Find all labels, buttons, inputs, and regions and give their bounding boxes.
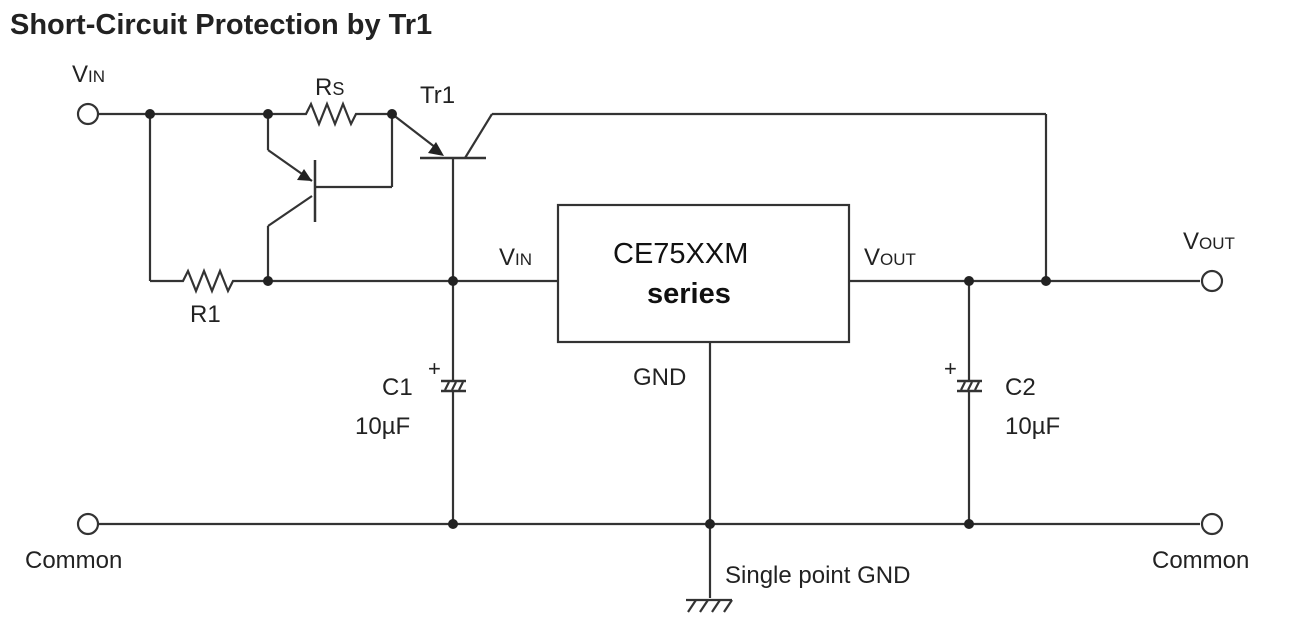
tr1-emitter-arrow-icon — [428, 142, 444, 156]
common-left-terminal-icon — [76, 512, 100, 536]
ic-vin-label: VIN — [499, 244, 532, 271]
c1-label: C1 — [382, 374, 413, 401]
r1-label: R1 — [190, 301, 221, 328]
capacitor-c1 — [441, 281, 466, 524]
junction-dot — [263, 109, 273, 119]
ground-symbol-icon — [686, 598, 733, 613]
ic-series-label: series — [647, 278, 731, 310]
junction-dot — [448, 519, 458, 529]
c2-value: 10µF — [1005, 413, 1060, 440]
rs-label: RS — [315, 74, 344, 101]
resistor-rs — [300, 101, 392, 127]
regulator-ic-box — [556, 203, 851, 344]
tr1-label: Tr1 — [420, 82, 455, 109]
junction-dot — [145, 109, 155, 119]
common-right-terminal-icon — [1200, 512, 1224, 536]
vin-label: VIN — [72, 61, 105, 88]
junction-dots — [145, 109, 1051, 529]
junction-dot — [263, 276, 273, 286]
single-point-gnd-label: Single point GND — [725, 562, 910, 589]
resistor-r1 — [150, 268, 268, 294]
diagram-title: Short-Circuit Protection by Tr1 — [10, 9, 432, 41]
sense-transistor-emitter-arrow-icon — [297, 169, 312, 181]
junction-dot — [964, 276, 974, 286]
common-left-label: Common — [25, 547, 122, 574]
c1-value: 10µF — [355, 413, 410, 440]
ic-vout-label: VOUT — [864, 244, 916, 271]
junction-dot — [448, 276, 458, 286]
vout-label: VOUT — [1183, 228, 1235, 255]
junction-dot — [964, 519, 974, 529]
common-right-label: Common — [1152, 547, 1249, 574]
gnd-label: GND — [633, 364, 686, 391]
c2-plus-sign: + — [944, 356, 957, 381]
c1-plus-sign: + — [428, 356, 441, 381]
capacitor-c2 — [957, 281, 982, 524]
vout-terminal-icon — [1200, 269, 1224, 293]
sense-transistor — [266, 114, 394, 281]
vin-terminal-icon — [76, 102, 100, 126]
junction-dot — [387, 109, 397, 119]
ic-name: CE75XXM — [613, 238, 748, 270]
pass-transistor-tr1 — [391, 112, 1048, 281]
c2-label: C2 — [1005, 374, 1036, 401]
junction-dot — [1041, 276, 1051, 286]
junction-dot — [705, 519, 715, 529]
